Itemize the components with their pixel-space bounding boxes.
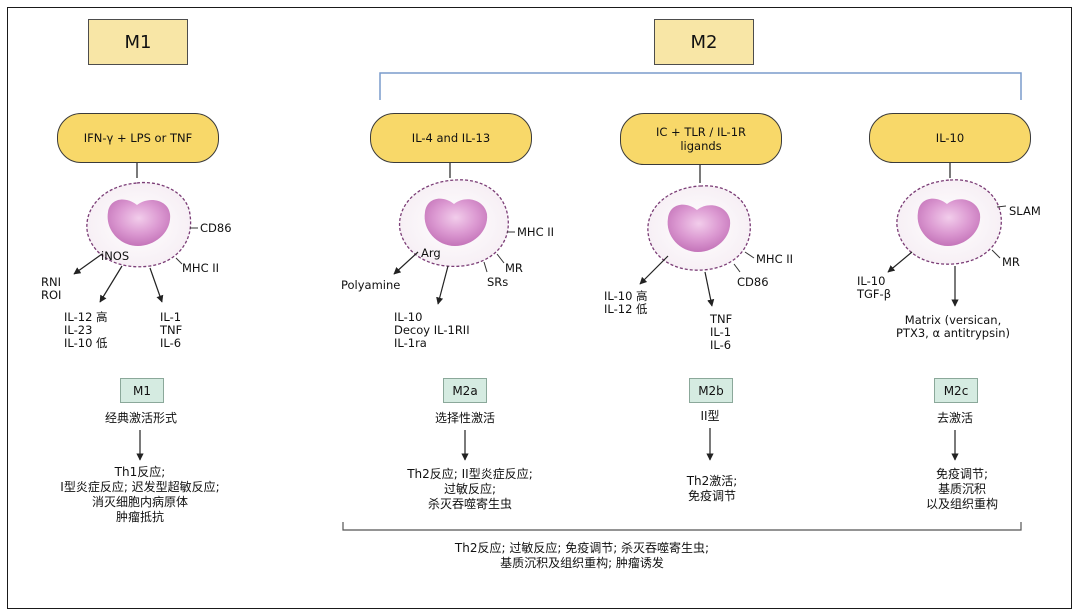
m2c-il10-tgfb: IL-10 TGF-β (857, 274, 892, 301)
m1-macrophage-cell (86, 181, 192, 268)
m2a-polyamine: Polyamine (341, 278, 401, 292)
m2a-stimulus-label: IL-4 and IL-13 (411, 131, 491, 145)
m2a-arg-label: Arg (421, 246, 441, 260)
m2c-functions: 免疫调节; 基质沉积 以及组织重构 (925, 467, 999, 511)
m2c-marker-mr: MR (1002, 255, 1020, 269)
m2a-marker-srs: SRs (487, 275, 509, 289)
m2a-marker-mhc2: MHC II (517, 225, 555, 239)
m1-header: M1 (88, 19, 188, 65)
m1-marker-cd86: CD86 (200, 221, 232, 235)
m1-stimulus-pill: IFN-γ + LPS or TNF (57, 113, 219, 163)
m2-header-label: M2 (690, 31, 718, 53)
m2c-marker-slam: SLAM (1009, 204, 1041, 218)
m2b-cytokines: TNF IL-1 IL-6 (710, 312, 733, 352)
m2a-activation: 选择性激活 (434, 411, 496, 425)
summary-bracket (342, 522, 1022, 531)
m2c-nucleus (917, 198, 981, 246)
m2a-functions: Th2反应; II型炎症反应; 过敏反应; 杀灭吞噬寄生虫 (407, 467, 533, 511)
m2c-matrix: Matrix (versican, PTX3, α antitrypsin) (896, 313, 1011, 340)
m2-bracket (379, 72, 1022, 100)
m2b-stimulus-label: IC + TLR / IL-1R ligands (655, 125, 747, 153)
m2a-subtype-box: M2a (443, 378, 487, 403)
m2c-subtype-box: M2c (934, 378, 978, 403)
m2a-stimulus-pill: IL-4 and IL-13 (370, 113, 532, 163)
m1-rni-roi: RNI ROI (41, 275, 62, 302)
m1-nucleus (107, 199, 171, 246)
m1-header-label: M1 (124, 31, 152, 53)
m2-header: M2 (654, 19, 754, 65)
m2b-nucleus (667, 204, 731, 252)
diagram-frame (7, 7, 1072, 609)
m2b-marker-mhc2: MHC II (756, 252, 794, 266)
m1-marker-mhc2: MHC II (182, 261, 220, 275)
m2b-marker-cd86: CD86 (737, 275, 769, 289)
m2-summary: Th2反应; 过敏反应; 免疫调节; 杀灭吞噬寄生虫; 基质沉积及组织重构; 肿… (454, 541, 710, 570)
m1-cytokines-il12: IL-12 高 IL-23 IL-10 低 (64, 310, 108, 350)
m2a-subtype-label: M2a (452, 383, 478, 398)
m2b-subtype-box: M2b (689, 378, 733, 403)
m2c-macrophage-cell (896, 179, 1002, 265)
m2b-stimulus-pill: IC + TLR / IL-1R ligands (620, 113, 782, 165)
m2b-macrophage-cell (647, 185, 751, 271)
m2c-subtype-label: M2c (943, 383, 969, 398)
m2c-activation: 去激活 (936, 411, 974, 425)
m2a-nucleus (424, 198, 488, 246)
m2b-activation: II型 (700, 409, 720, 423)
m2c-stimulus-pill: IL-10 (869, 113, 1031, 163)
m1-stimulus-label: IFN-γ + LPS or TNF (83, 131, 193, 145)
m2b-il10-il12: IL-10 高 IL-12 低 (604, 289, 648, 316)
m2b-subtype-label: M2b (698, 383, 724, 398)
m1-subtype-label: M1 (133, 383, 151, 398)
m1-inos-label: iNOS (101, 249, 130, 263)
m2a-marker-mr: MR (505, 261, 523, 275)
m2a-macrophage-cell (398, 179, 509, 268)
m1-functions: Th1反应; I型炎症反应; 迟发型超敏反应; 消灭细胞内病原体 肿瘤抵抗 (60, 465, 220, 524)
m1-activation: 经典激活形式 (104, 411, 178, 425)
m1-cytokines-il1: IL-1 TNF IL-6 (160, 310, 183, 350)
m2c-stimulus-label: IL-10 (935, 131, 965, 145)
m1-subtype-box: M1 (120, 378, 164, 403)
m2a-cytokines: IL-10 Decoy IL-1RII IL-1ra (394, 310, 470, 350)
m2b-functions: Th2激活; 免疫调节 (686, 474, 738, 503)
